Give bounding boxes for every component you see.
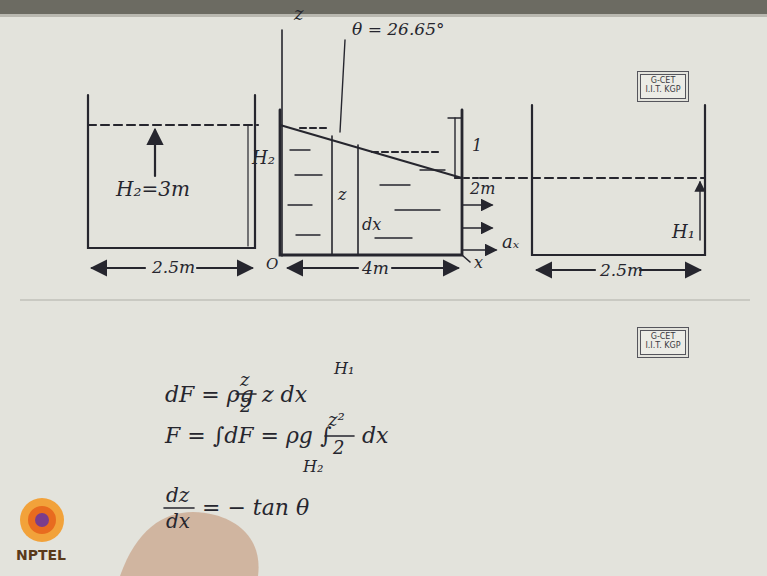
fraction-den: 2: [333, 438, 344, 458]
height-label: H₂: [252, 148, 275, 168]
equation: F = ∫dF = ρg ∫: [165, 424, 331, 448]
stamp-text: G-CET: [644, 76, 682, 85]
fraction-den: dx: [166, 510, 190, 532]
equation: dx: [362, 424, 389, 448]
axis-label: x: [474, 254, 483, 272]
dimension: 2m: [470, 180, 495, 198]
mark-label: 1: [472, 137, 482, 155]
stamp-box: G-CETI.I.T. KGP: [640, 330, 686, 355]
dimension: 2.5m: [600, 261, 643, 280]
stamp-text: G-CET: [644, 332, 682, 341]
axis-label: z: [294, 4, 303, 24]
origin-label: O: [266, 256, 278, 273]
fraction-num: dz: [166, 484, 189, 506]
dimension: 4m: [362, 259, 389, 278]
logo-text: NPTEL: [16, 548, 66, 563]
strip-width: dx: [362, 216, 381, 234]
acceleration-label: aₓ: [502, 232, 519, 252]
fraction-num: z: [240, 370, 249, 390]
integral-limit: H₁: [334, 360, 354, 378]
integral-limit: H₂: [303, 458, 323, 476]
height-label: H₂=3m: [116, 178, 190, 200]
dimension: 2.5m: [152, 258, 195, 277]
stamp-text: I.I.T. KGP: [644, 341, 682, 350]
equation: z dx: [262, 383, 307, 407]
height-label: H₁: [672, 222, 695, 242]
stamp-text: I.I.T. KGP: [644, 85, 682, 94]
fraction-den: 2: [240, 396, 251, 416]
equation: = − tan θ: [202, 496, 309, 520]
angle-label: θ = 26.65°: [352, 20, 444, 39]
depth-label: z: [338, 186, 346, 204]
fraction-num: z²: [328, 410, 345, 430]
stamp-box: G-CETI.I.T. KGP: [640, 74, 686, 99]
